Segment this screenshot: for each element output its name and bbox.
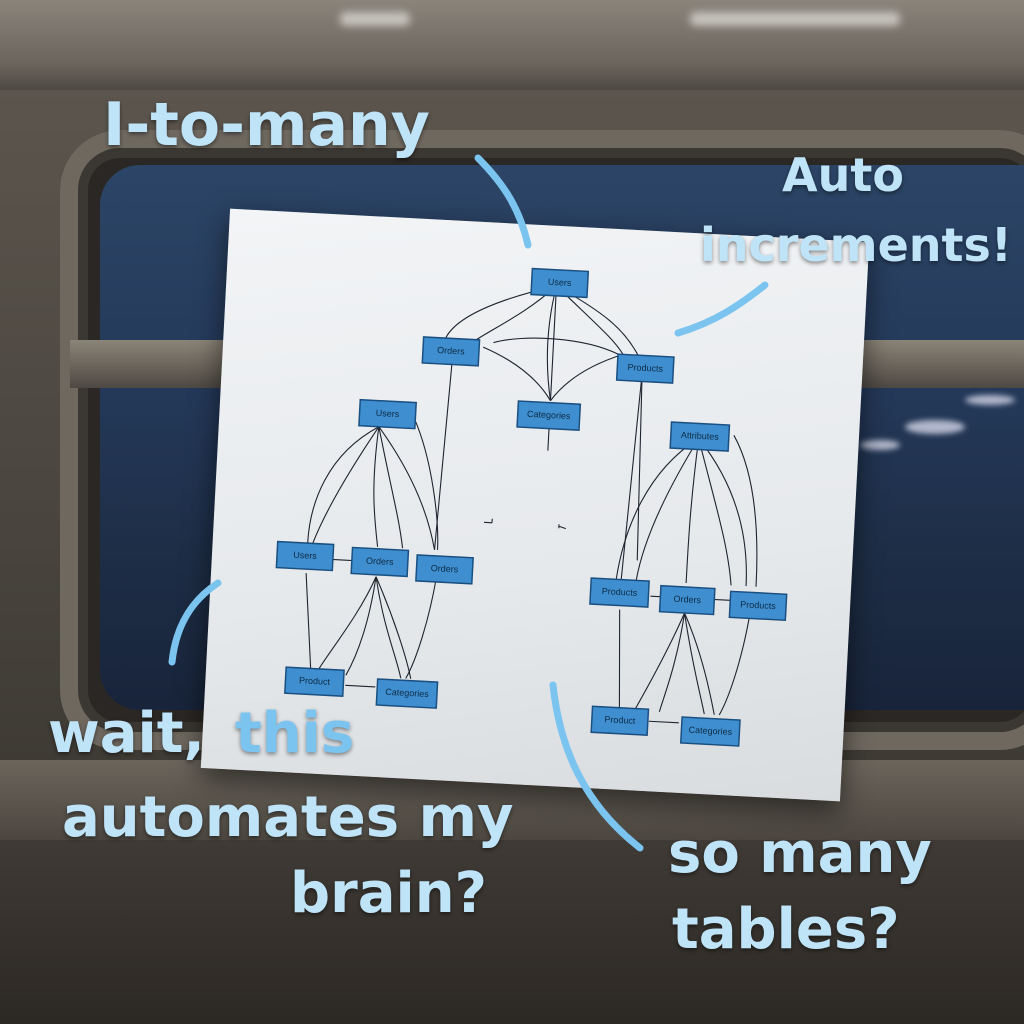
svg-text:Categories: Categories — [527, 409, 571, 421]
node-users-top: Users — [530, 267, 590, 299]
node-products-right-right: Products — [728, 590, 788, 622]
node-categories-center: Categories — [516, 400, 582, 431]
svg-text:Product: Product — [604, 714, 636, 726]
svg-text:Product: Product — [299, 675, 331, 687]
window-reflection — [905, 420, 965, 434]
svg-text:Categories: Categories — [688, 725, 732, 737]
node-users-left-low: Users — [275, 540, 335, 572]
annotation-tables: tables? — [672, 897, 900, 962]
node-categories-left-bottom: Categories — [375, 678, 439, 709]
ceiling-light — [340, 12, 410, 26]
node-orders-left-right: Orders — [415, 554, 474, 585]
ceiling-light — [690, 12, 900, 26]
svg-text:Users: Users — [293, 550, 317, 561]
svg-text:Products: Products — [602, 586, 638, 598]
node-orders-left-low: Orders — [350, 546, 410, 578]
svg-text:Categories: Categories — [385, 687, 429, 699]
annotation-so-many: so many — [668, 821, 932, 886]
annotation-auto: Auto — [782, 148, 904, 202]
svg-text:Users: Users — [548, 277, 572, 288]
node-products-mid: Products — [615, 353, 675, 384]
svg-text:Orders: Orders — [437, 345, 465, 356]
node-product-left-bottom: Product — [284, 666, 345, 697]
annotation-increments: increments! — [700, 218, 1012, 272]
window-reflection — [860, 440, 900, 450]
node-orders-mid: Orders — [421, 336, 481, 367]
annotation-one-to-many: I-to-many — [103, 90, 430, 160]
svg-text:Products: Products — [740, 599, 776, 611]
svg-text:Products: Products — [627, 362, 663, 374]
annotation-wait: wait, — [48, 701, 205, 766]
svg-text:Orders: Orders — [673, 594, 701, 605]
schema-diagram-board: Users Orders Products Categories Users U… — [200, 208, 870, 802]
annotation-brain: brain? — [290, 861, 488, 926]
node-attributes-right: Attributes — [669, 421, 731, 452]
svg-text:Orders: Orders — [366, 556, 394, 567]
annotation-this: this — [235, 701, 355, 766]
annotation-automates-my: automates my — [62, 785, 514, 850]
node-categories-right-bottom: Categories — [679, 716, 741, 747]
lower-wall-panel — [0, 840, 1024, 1024]
node-users-left: Users — [358, 398, 417, 430]
node-product-right-bottom: Product — [590, 705, 650, 736]
svg-text:Orders: Orders — [431, 563, 459, 574]
train-ceiling — [0, 0, 1024, 90]
node-orders-right-low: Orders — [658, 584, 716, 616]
window-reflection — [965, 395, 1015, 405]
schema-diagram: Users Orders Products Categories Users U… — [275, 267, 788, 747]
diagram-edges — [305, 285, 758, 724]
node-products-right-low: Products — [589, 577, 650, 608]
svg-text:Users: Users — [376, 408, 400, 419]
svg-text:Attributes: Attributes — [681, 430, 720, 442]
